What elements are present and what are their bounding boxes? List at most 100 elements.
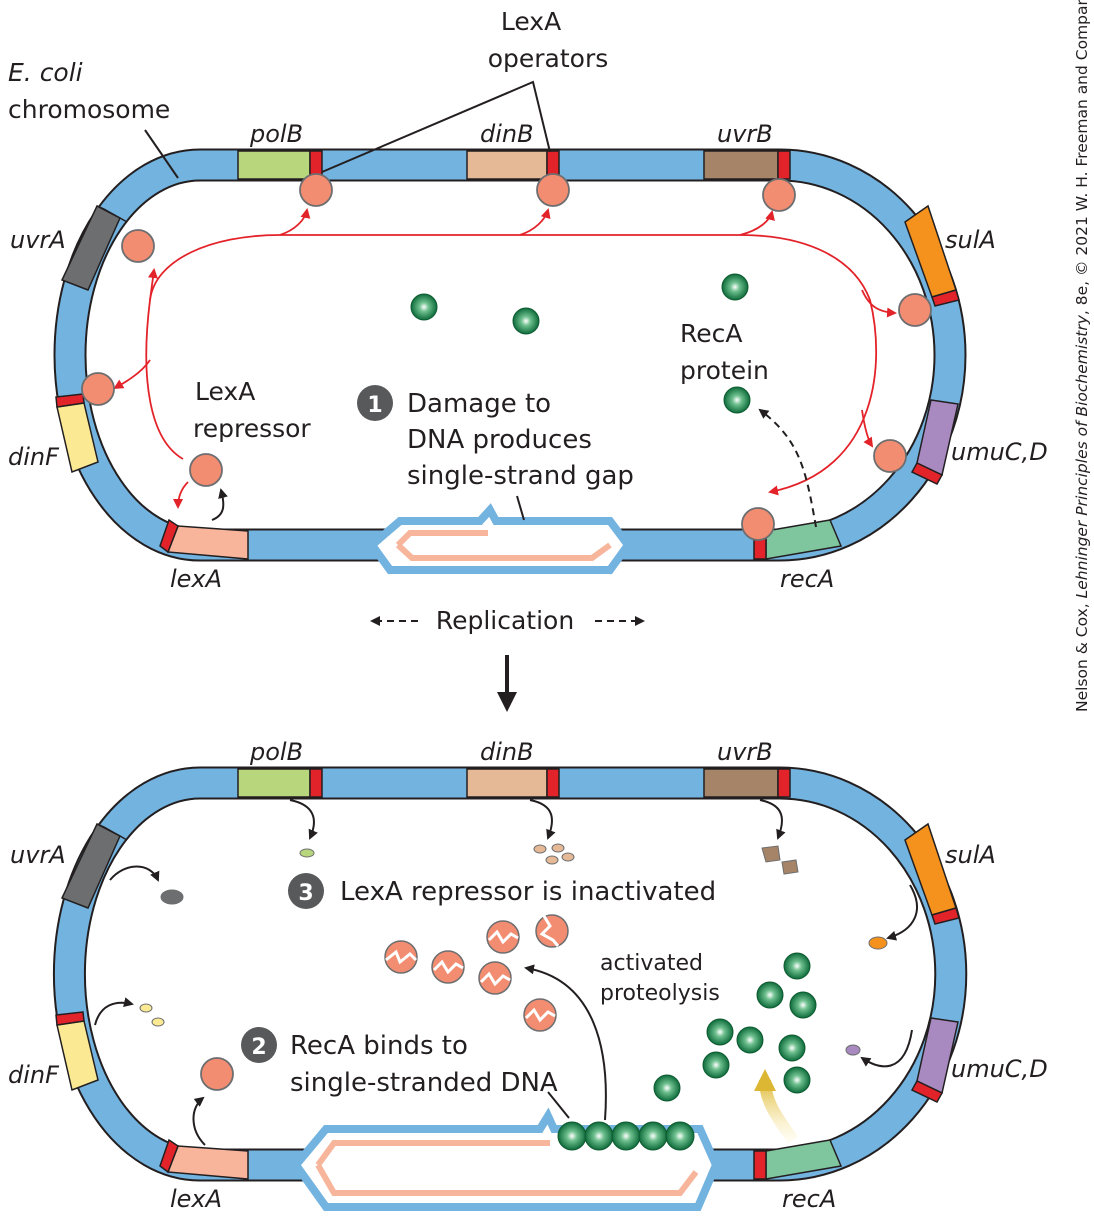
- polB-product-arrow: [289, 799, 318, 840]
- gene-label-lexA: lexA: [170, 565, 222, 593]
- operator: [96, 205, 128, 223]
- gene-label-umuCD: umuC,D: [951, 1055, 1048, 1083]
- lexA-product-arrow: [192, 1096, 206, 1146]
- uvrA-product-arrow: [109, 865, 160, 882]
- operator: [96, 823, 128, 841]
- operator: [159, 518, 179, 554]
- svg-text:Damage to DNA produces: Damage to DNA produces single-strand gap: [407, 389, 634, 491]
- operator: [546, 768, 560, 798]
- sulA-product-arrow: [886, 884, 918, 941]
- lexa-operators-label: LexA operators: [488, 7, 609, 73]
- uvrB-product-arrow: [759, 799, 786, 840]
- lexA-expression-arrow: [211, 488, 228, 521]
- gene-label-dinF: dinF: [8, 1061, 60, 1089]
- gene-uvrA-segment: [60, 822, 121, 909]
- lexa-repressor: [898, 293, 932, 327]
- svg-text:LexA repressor is inactivated: LexA repressor is inactivated: [340, 877, 716, 907]
- reca-protein: [723, 386, 751, 414]
- umuCD-product-arrow: [860, 1029, 913, 1068]
- operator: [910, 1080, 944, 1103]
- operator: [931, 289, 960, 307]
- reca-proteins-top: [410, 273, 751, 414]
- gene-uvrA-segment: [60, 204, 121, 291]
- operator: [309, 768, 323, 798]
- single-strand-dna: [395, 542, 612, 561]
- replication-label: Replication: [436, 606, 574, 635]
- step-3: 3 LexA repressor is inactivated: [288, 873, 716, 909]
- single-strand-dna: [395, 530, 488, 548]
- reca-induction-arrow: [754, 1069, 798, 1144]
- bottom-panel: 3 LexA repressor is inactivated 2 RecA b…: [8, 738, 1048, 1213]
- cleaved-lexa: [384, 940, 418, 974]
- lexa-repressor: [536, 173, 570, 207]
- operator: [777, 150, 791, 180]
- lexa-repressor: [873, 439, 907, 473]
- cleaved-lexa: [486, 920, 520, 954]
- gene-label-sulA: sulA: [945, 841, 996, 869]
- protein-fragments: [139, 843, 888, 1056]
- gene-dinB-segment: [466, 768, 548, 798]
- single-strand-dna: [315, 1140, 550, 1167]
- recA-expression-arrow: [758, 408, 817, 528]
- reca-protein-label: RecA protein: [680, 319, 769, 385]
- cleaved-lexa: [523, 998, 557, 1032]
- reca-protein: [783, 1066, 811, 1094]
- reca-protein: [778, 1034, 806, 1062]
- gene-polB-segment: [237, 768, 311, 798]
- reca-proteins-bottom: [653, 952, 817, 1102]
- cleaved-lexa: [478, 961, 512, 995]
- gene-label-polB: polB: [249, 120, 303, 148]
- gene-polB-segment: [237, 150, 311, 180]
- lexa-repressor: [81, 372, 115, 406]
- gene-label-polB: polB: [249, 738, 303, 766]
- reca-protein: [584, 1121, 614, 1151]
- gene-label-uvrB: uvrB: [717, 738, 773, 766]
- lexa-repressors-top: [81, 173, 932, 541]
- gene-label-dinB: dinB: [480, 120, 534, 148]
- svg-text:2: 2: [251, 1035, 266, 1060]
- reca-filament: [557, 1121, 695, 1151]
- step-1: 1 Damage to DNA produces single-strand g…: [357, 385, 634, 491]
- reca-protein: [638, 1121, 668, 1151]
- lexa-repressor: [762, 178, 796, 212]
- gene-label-uvrA: uvrA: [10, 841, 66, 869]
- reca-protein: [512, 307, 540, 335]
- dinB-product-arrow: [529, 799, 556, 840]
- single-strand-dna: [315, 1163, 699, 1196]
- gene-label-dinF: dinF: [8, 443, 60, 471]
- proteolysis-arrow: [524, 964, 607, 1121]
- lexa-repressor: [741, 507, 775, 541]
- reca-protein: [702, 1051, 730, 1079]
- credit-line: Nelson & Cox, Lehninger Principles of Bi…: [1073, 0, 1091, 712]
- gene-dinB-segment: [466, 150, 548, 180]
- svg-text:1: 1: [367, 393, 382, 418]
- dinF-product-arrow: [94, 997, 134, 1026]
- gene-label-umuCD: umuC,D: [951, 438, 1048, 466]
- gene-label-sulA: sulA: [945, 226, 996, 254]
- svg-text:RecA binds to single-s: RecA binds to single-stranded DNA: [290, 1031, 558, 1098]
- lexa-repressor: [121, 229, 155, 263]
- reca-protein: [706, 1018, 734, 1046]
- operator: [55, 393, 85, 408]
- cleaved-lexa: [431, 950, 465, 984]
- reca-protein: [557, 1121, 587, 1151]
- reca-protein: [665, 1121, 695, 1151]
- gene-label-uvrB: uvrB: [717, 120, 773, 148]
- reca-protein: [653, 1074, 681, 1102]
- gene-label-recA: recA: [780, 565, 834, 593]
- lexa-repressor: [299, 173, 333, 207]
- top-panel: LexA operators E. coli chromosome LexA r…: [8, 7, 1048, 593]
- operator: [753, 1150, 767, 1180]
- gene-uvrB-segment: [703, 150, 779, 180]
- reca-protein: [721, 273, 749, 301]
- lexa-repressor: [200, 1057, 234, 1091]
- replication-row: Replication: [370, 606, 645, 712]
- operator: [910, 462, 944, 485]
- gene-label-lexA: lexA: [170, 1185, 222, 1213]
- lexa-repressor-label: LexA repressor: [193, 377, 311, 443]
- cleaved-lexa: [535, 914, 569, 948]
- operator: [55, 1011, 85, 1026]
- chromosome-label: E. coli chromosome: [8, 58, 170, 124]
- cleaved-lexa-repressors: [384, 914, 569, 1032]
